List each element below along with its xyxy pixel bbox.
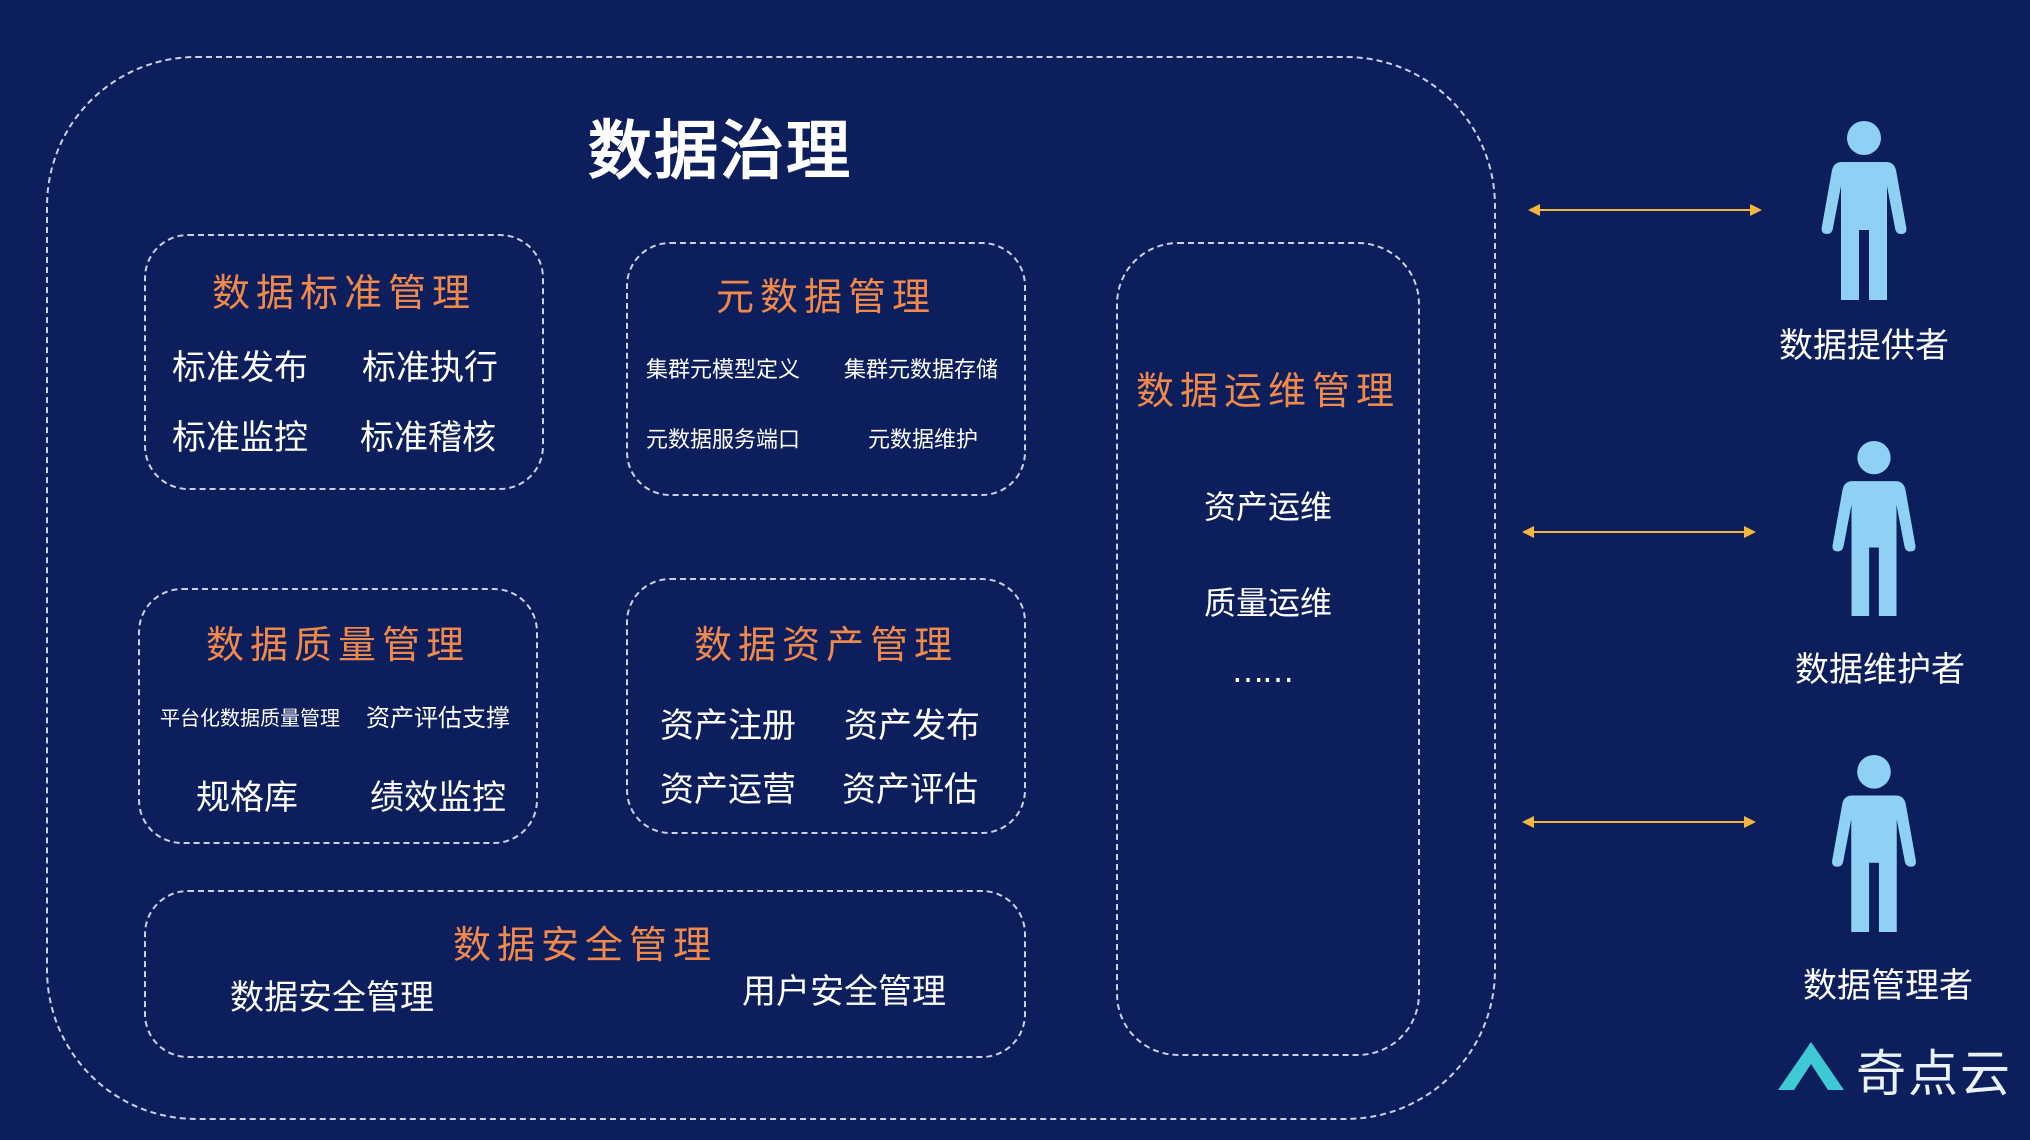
module-item: 平台化数据质量管理 xyxy=(160,706,340,730)
module-title: 数据质量管理 xyxy=(205,623,470,667)
module-item: 规格库 xyxy=(196,778,298,818)
role-label-maintainer: 数据维护者 xyxy=(1795,650,1965,690)
module-item: 标准稽核 xyxy=(360,418,496,458)
double-arrow xyxy=(1522,526,1756,538)
module-item: 资产注册 xyxy=(660,706,796,746)
module-item: 数据安全管理 xyxy=(230,978,434,1018)
module-item: 资产发布 xyxy=(844,706,980,746)
module-item: 资产运营 xyxy=(660,770,796,810)
double-arrow xyxy=(1522,816,1756,828)
brand-logo: 奇点云 xyxy=(1752,1014,2014,1112)
module-item: 集群元数据存储 xyxy=(844,358,999,383)
data-governance-boundary xyxy=(46,56,1496,1120)
module-item: …… xyxy=(1232,652,1294,690)
role-label-provider: 数据提供者 xyxy=(1779,326,1949,366)
module-item: 标准发布 xyxy=(172,348,308,388)
diagram-title: 数据治理 xyxy=(588,115,852,189)
module-item: 用户安全管理 xyxy=(742,972,946,1012)
module-data-security: 数据安全管理 数据安全管理 用户安全管理 xyxy=(144,890,1026,1058)
person-icon xyxy=(1821,121,1907,300)
logo-mark-icon xyxy=(1778,1042,1844,1090)
module-metadata: 元数据管理 集群元模型定义 集群元数据存储 元数据服务端口 元数据维护 xyxy=(626,242,1026,496)
role-label-manager: 数据管理者 xyxy=(1803,966,1973,1006)
double-arrow xyxy=(1528,204,1762,216)
module-data-asset: 数据资产管理 资产注册 资产发布 资产运营 资产评估 xyxy=(626,578,1026,834)
module-title: 数据标准管理 xyxy=(211,271,476,315)
module-item: 元数据服务端口 xyxy=(646,428,801,453)
logo-text: 奇点云 xyxy=(1856,1045,2012,1103)
module-item: 质量运维 xyxy=(1203,584,1332,622)
module-item: 绩效监控 xyxy=(370,778,506,818)
module-item: 集群元模型定义 xyxy=(646,358,801,383)
module-data-ops: 数据运维管理 资产运维 质量运维 …… xyxy=(1116,242,1420,1056)
module-item: 元数据维护 xyxy=(868,428,979,453)
module-item: 资产评估 xyxy=(842,770,978,810)
module-item: 标准执行 xyxy=(362,348,498,388)
person-icon xyxy=(1832,440,1916,616)
module-item: 资产运维 xyxy=(1203,488,1332,526)
module-title: 数据安全管理 xyxy=(452,923,717,967)
module-title: 元数据管理 xyxy=(715,275,936,319)
module-data-standard: 数据标准管理 标准发布 标准执行 标准监控 标准稽核 xyxy=(144,234,544,490)
module-data-quality: 数据质量管理 平台化数据质量管理 资产评估支撑 规格库 绩效监控 xyxy=(138,588,538,844)
person-icon xyxy=(1832,754,1916,932)
module-title: 数据运维管理 xyxy=(1135,369,1400,413)
module-item: 标准监控 xyxy=(172,418,308,458)
module-item: 资产评估支撑 xyxy=(366,704,510,732)
module-title: 数据资产管理 xyxy=(693,623,958,667)
